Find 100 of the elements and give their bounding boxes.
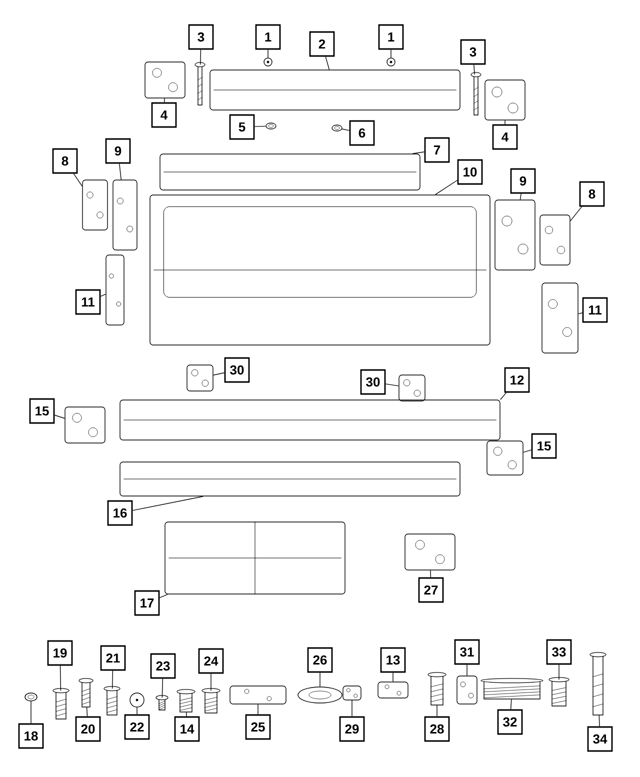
callout-number: 21 — [100, 645, 126, 671]
callout-number: 3 — [460, 39, 486, 65]
callout-number: 11 — [75, 289, 101, 315]
leader-line — [254, 126, 266, 127]
callout-number: 11 — [582, 297, 608, 323]
part-drawing — [24, 692, 38, 702]
part-drawing — [150, 194, 490, 346]
leader-line — [558, 664, 560, 680]
callout-number: 10 — [457, 159, 483, 185]
leader-line — [412, 152, 425, 154]
callout-number: 25 — [245, 714, 271, 740]
callout-number: 8 — [579, 181, 605, 207]
part-drawing — [112, 180, 138, 250]
part-drawing — [378, 682, 408, 698]
callout-number: 18 — [18, 723, 44, 749]
part-drawing — [130, 692, 144, 708]
leader-line — [119, 163, 122, 180]
part-drawing — [590, 652, 606, 716]
leader-line — [510, 699, 512, 710]
leader-line — [186, 712, 187, 717]
part-drawing — [144, 62, 186, 98]
leader-line — [100, 294, 106, 297]
leader-line — [430, 570, 432, 578]
callout-number: 15 — [29, 398, 55, 424]
part-drawing — [456, 676, 478, 704]
part-drawing — [82, 180, 108, 230]
callout-number: 5 — [229, 114, 255, 140]
part-drawing — [298, 686, 342, 704]
callout-number: 2 — [309, 31, 335, 57]
callout-number: 28 — [424, 716, 450, 742]
leader-line — [159, 594, 168, 598]
part-drawing — [332, 124, 342, 132]
leader-line — [504, 120, 506, 125]
part-drawing — [64, 406, 106, 444]
part-drawing — [548, 677, 570, 706]
leader-line — [520, 193, 522, 200]
callout-number: 1 — [255, 24, 281, 50]
part-drawing — [186, 364, 214, 392]
leader-line — [390, 49, 392, 58]
part-drawing — [120, 462, 460, 496]
part-drawing — [266, 122, 276, 130]
callout-number: 31 — [454, 639, 480, 665]
part-drawing — [230, 686, 286, 704]
callout-number: 30 — [360, 369, 386, 395]
part-drawing — [120, 400, 500, 440]
leader-line — [213, 372, 225, 376]
leader-line — [342, 128, 350, 131]
part-drawing — [78, 678, 94, 708]
callout-number: 6 — [349, 120, 375, 146]
part-drawing — [104, 686, 120, 716]
leader-line — [112, 670, 114, 689]
callout-number: 23 — [150, 653, 176, 679]
callout-number: 3 — [188, 24, 214, 50]
leader-line — [523, 450, 532, 453]
callout-number: 14 — [174, 716, 200, 742]
callout-number: 26 — [307, 647, 333, 673]
leader-line — [466, 664, 468, 676]
callout-number: 9 — [510, 168, 536, 194]
part-drawing — [486, 440, 524, 476]
callout-number: 8 — [52, 148, 78, 174]
part-drawing — [386, 58, 396, 66]
part-drawing — [176, 689, 196, 712]
callout-number: 16 — [107, 500, 133, 526]
leader-line — [500, 392, 507, 400]
part-drawing — [160, 154, 420, 190]
part-drawing — [52, 688, 70, 720]
part-drawing — [480, 678, 544, 700]
leader-line — [570, 206, 582, 222]
part-drawing — [156, 695, 168, 710]
leader-line — [132, 496, 204, 511]
part-drawing — [264, 58, 272, 66]
callout-number: 33 — [546, 639, 572, 665]
leader-line — [578, 312, 583, 314]
callout-number: 12 — [504, 367, 530, 393]
leader-line — [474, 64, 475, 75]
part-drawing — [404, 534, 456, 570]
leader-line — [210, 673, 212, 691]
callout-number: 24 — [198, 648, 224, 674]
callout-number: 22 — [124, 714, 150, 740]
callout-number: 15 — [531, 433, 557, 459]
leader-line — [164, 98, 165, 103]
callout-number: 4 — [151, 102, 177, 128]
leader-line — [200, 49, 202, 65]
callout-number: 29 — [339, 716, 365, 742]
callout-number: 1 — [378, 24, 404, 50]
part-drawing — [164, 521, 346, 595]
leader-line — [436, 705, 438, 717]
callout-number: 32 — [497, 709, 523, 735]
leader-line — [434, 180, 458, 195]
leader-line — [60, 665, 62, 691]
leader-line — [136, 707, 138, 715]
callout-number: 19 — [47, 640, 73, 666]
callout-number: 17 — [134, 590, 160, 616]
part-drawing — [494, 200, 536, 270]
callout-number: 20 — [75, 716, 101, 742]
leader-line — [598, 715, 600, 727]
part-drawing — [106, 254, 124, 326]
callout-number: 30 — [224, 357, 250, 383]
callout-number: 9 — [105, 138, 131, 164]
leader-line — [73, 173, 82, 186]
